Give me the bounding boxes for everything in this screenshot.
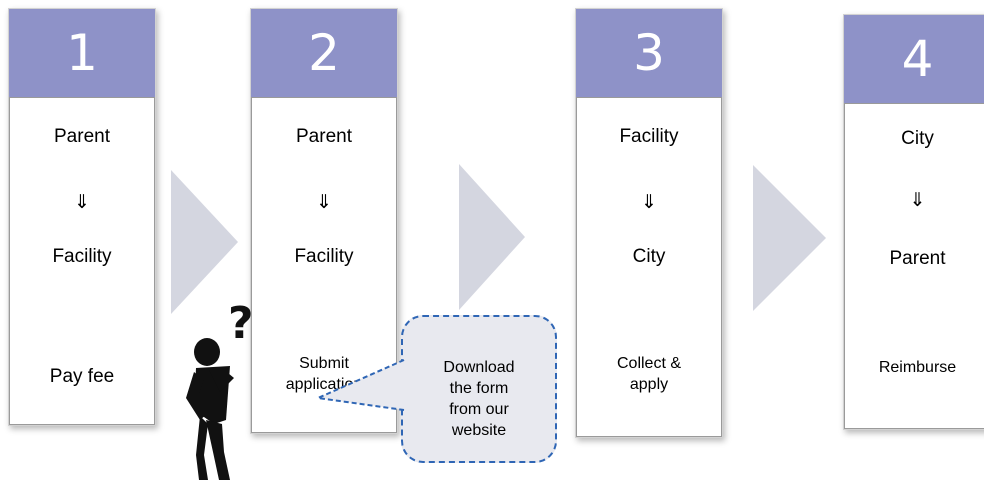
- step-4-down-arrow: ⇓: [909, 190, 926, 211]
- step-number-3: 3: [576, 9, 722, 97]
- step-card-3: 3 Facility ⇓ City Collect & apply: [575, 8, 723, 438]
- step-4-from: City: [901, 128, 934, 149]
- callout-line-2: the form: [449, 380, 509, 397]
- step-3-action-line2: apply: [629, 376, 669, 393]
- callout-line-1: Download: [443, 359, 515, 376]
- chevron-arrow-3: [753, 165, 826, 311]
- confused-person-icon: ?: [186, 298, 254, 480]
- chevron-arrow-2: [459, 164, 525, 310]
- callout-bubble: Download the form from our website: [401, 315, 557, 463]
- chevron-arrow-1: [171, 170, 238, 314]
- callout-line-4: website: [451, 422, 507, 439]
- step-body-1: Parent ⇓ Facility Pay fee: [9, 97, 155, 425]
- step-1-to: Facility: [52, 246, 112, 267]
- step-2-action-line2: application: [285, 376, 363, 393]
- step-body-4: City ⇓ Parent Reimburse: [844, 103, 984, 429]
- step-4-to: Parent: [889, 248, 946, 269]
- callout-line-3: from our: [449, 401, 509, 418]
- step-3-to: City: [632, 246, 666, 267]
- callout-text: Download the form from our website: [403, 357, 555, 441]
- step-number-2: 2: [251, 9, 397, 97]
- step-card-2: 2 Parent ⇓ Facility Submit application: [250, 8, 398, 434]
- step-2-to: Facility: [294, 246, 354, 267]
- step-card-1: 1 Parent ⇓ Facility Pay fee: [8, 8, 156, 426]
- step-card-4: 4 City ⇓ Parent Reimburse: [843, 14, 984, 430]
- step-3-down-arrow: ⇓: [641, 192, 657, 213]
- step-1-action: Pay fee: [49, 366, 115, 387]
- step-2-down-arrow: ⇓: [316, 192, 332, 213]
- step-2-action-line1: Submit: [299, 355, 349, 372]
- step-4-action: Reimburse: [878, 359, 957, 376]
- step-1-from: Parent: [54, 126, 110, 147]
- step-number-1: 1: [9, 9, 155, 97]
- step-number-4: 4: [844, 15, 984, 103]
- step-1-down-arrow: ⇓: [74, 192, 90, 213]
- step-body-3: Facility ⇓ City Collect & apply: [576, 97, 722, 437]
- step-3-from: Facility: [619, 126, 679, 147]
- step-3-action-line1: Collect &: [616, 355, 682, 372]
- step-2-from: Parent: [296, 126, 352, 147]
- step-body-2: Parent ⇓ Facility Submit application: [251, 97, 397, 433]
